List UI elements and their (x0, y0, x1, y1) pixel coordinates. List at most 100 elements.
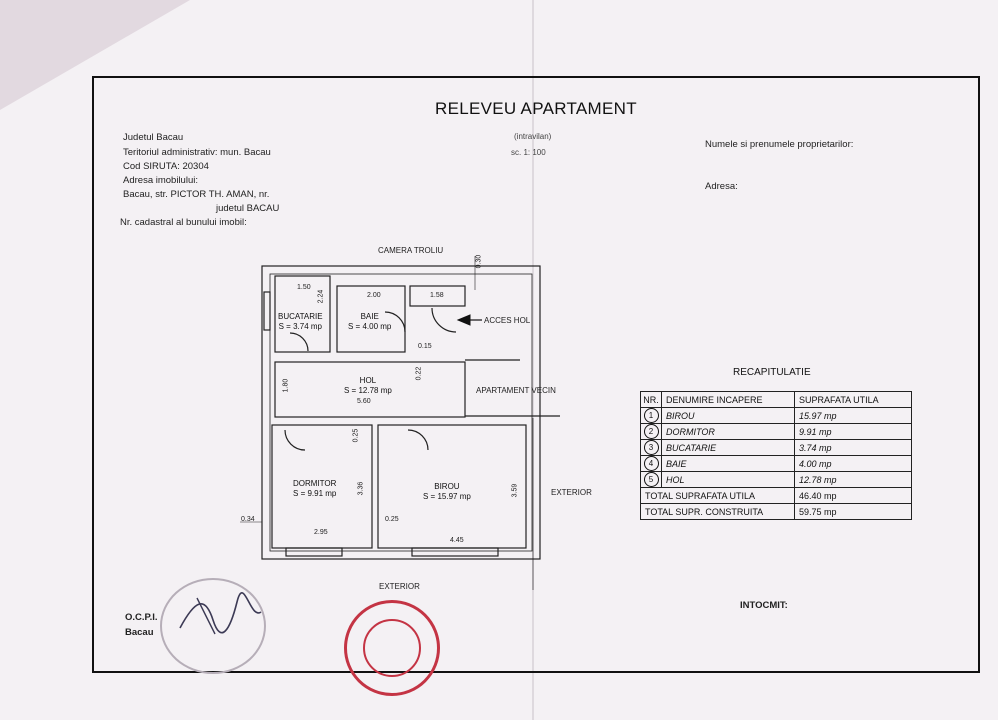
kitchen-door-arc (289, 332, 309, 352)
row-area: 4.00 mp (794, 455, 912, 472)
header-siruta: Cod SIRUTA: 20304 (123, 161, 209, 172)
official-stamp (344, 600, 440, 696)
kitchen-window (263, 291, 271, 331)
row-area: 9.91 mp (794, 423, 912, 440)
table-header-row: NR. DENUMIRE INCAPERE SUPRAFATA UTILA (640, 391, 912, 408)
bath-door-arc (384, 311, 406, 333)
total-construita-value: 59.75 mp (794, 503, 912, 520)
total-utila-row: TOTAL SUPRAFATA UTILA 46.40 mp (640, 487, 912, 504)
label-camera-troliu: CAMERA TROLIU (378, 246, 444, 255)
document-title: RELEVEU APARTAMENT (435, 99, 637, 118)
row-name: HOL (661, 471, 795, 488)
room-dormitor: DORMITOR S = 9.91 mp (293, 479, 336, 499)
header-nr: NR. (640, 391, 662, 408)
office-door-arc (407, 429, 429, 451)
room-hol: HOL S = 12.78 mp (344, 376, 392, 396)
owner-label: Numele si prenumele proprietarilor: (705, 139, 854, 150)
room-baie: BAIE S = 4.00 mp (348, 312, 391, 332)
dim-kitchen-depth: 2.24 (317, 289, 325, 304)
dim-hall-length: 5.60 (357, 398, 371, 405)
dim-bedroom-width: 2.95 (314, 529, 328, 536)
header-intravilan: (intravilan) (514, 132, 552, 141)
room-name: HOL (359, 376, 377, 385)
room-area: S = 9.91 mp (293, 489, 337, 498)
table-row: 1 BIROU 15.97 mp (640, 407, 912, 424)
dim-office-depth: 3.59 (511, 483, 519, 498)
bathroom-wall (336, 285, 406, 353)
room-area: S = 15.97 mp (423, 492, 471, 501)
room-area: S = 12.78 mp (344, 386, 392, 395)
address-label: Adresa: (705, 181, 738, 192)
ocpi-label: O.C.P.I. (125, 612, 158, 623)
header-county-2: judetul BACAU (216, 203, 280, 214)
row-number: 4 (643, 456, 659, 471)
row-name: BUCATARIE (661, 439, 795, 456)
room-area: S = 4.00 mp (348, 322, 392, 331)
table-row: 2 DORMITOR 9.91 mp (640, 423, 912, 440)
outer-wall-outline (261, 265, 541, 560)
room-birou: BIROU S = 15.97 mp (423, 482, 471, 502)
row-name: BIROU (661, 407, 795, 424)
header-county: Judetul Bacau (123, 132, 184, 143)
bedroom-window (285, 547, 343, 557)
kitchen-wall (274, 275, 331, 353)
label-exterior-right: EXTERIOR (551, 488, 592, 497)
total-utila-label: TOTAL SUPRAFATA UTILA (640, 487, 795, 504)
ocpi-stamp (160, 578, 266, 674)
room-name: DORMITOR (293, 479, 337, 488)
label-exterior-bottom: EXTERIOR (379, 582, 420, 591)
row-name: DORMITOR (661, 423, 795, 440)
room-name: BUCATARIE (278, 312, 323, 321)
dim-hall-wall: 0.22 (415, 366, 423, 381)
room-name: BAIE (360, 312, 379, 321)
row-number: 1 (643, 408, 659, 423)
row-area: 15.97 mp (794, 407, 912, 424)
bedroom-door-arc (284, 429, 306, 451)
dim-partition: 0.25 (385, 516, 399, 523)
total-construita-row: TOTAL SUPR. CONSTRUITA 59.75 mp (640, 503, 912, 520)
access-arrow (456, 314, 471, 326)
label-acces-hol: ACCES HOL (484, 316, 531, 325)
closet-wall (409, 285, 466, 307)
row-number: 5 (643, 472, 659, 487)
room-bucatarie: BUCATARIE S = 3.74 mp (278, 312, 323, 332)
total-construita-label: TOTAL SUPR. CONSTRUITA (640, 503, 795, 520)
recap-table: NR. DENUMIRE INCAPERE SUPRAFATA UTILA 1 … (640, 391, 912, 520)
header-territory: Teritoriul administrativ: mun. Bacau (123, 147, 271, 158)
header-scale: sc. 1: 100 (511, 148, 546, 157)
total-utila-value: 46.40 mp (794, 487, 912, 504)
dim-kitchen-width: 1.50 (297, 284, 311, 291)
office-window (411, 547, 499, 557)
dim-closet-width: 1.58 (430, 292, 444, 299)
header-denumire: DENUMIRE INCAPERE (661, 391, 795, 408)
header-street: Bacau, str. PICTOR TH. AMAN, nr. (123, 189, 270, 200)
dim-outer-wall: 0.34 (241, 516, 255, 523)
recap-title: RECAPITULATIE (733, 367, 811, 378)
header-cadastral: Nr. cadastral al bunului imobil: (120, 217, 247, 228)
label-apartament-vecin: APARTAMENT VECIN (476, 386, 556, 395)
row-area: 12.78 mp (794, 471, 912, 488)
hallway-wall (274, 361, 466, 418)
row-area: 3.74 mp (794, 439, 912, 456)
room-area: S = 3.74 mp (278, 322, 322, 331)
table-row: 4 BAIE 4.00 mp (640, 455, 912, 472)
room-name: BIROU (434, 482, 460, 491)
row-number: 2 (643, 424, 659, 439)
entry-door-arc (431, 307, 457, 333)
ocpi-city: Bacau (125, 627, 154, 638)
dim-bath-wall: 0.15 (418, 343, 432, 350)
intocmit-label: INTOCMIT: (740, 600, 788, 611)
dim-bath-width: 2.00 (367, 292, 381, 299)
paper-fold-line (532, 0, 534, 720)
row-name: BAIE (661, 455, 795, 472)
document-frame (92, 76, 980, 673)
table-row: 5 HOL 12.78 mp (640, 471, 912, 488)
dim-bedroom-depth: 3.36 (357, 481, 365, 496)
dim-hall-depth: 1.80 (282, 378, 290, 393)
dim-top-wall: 0.30 (475, 254, 483, 269)
dim-office-width: 4.45 (450, 537, 464, 544)
table-row: 3 BUCATARIE 3.74 mp (640, 439, 912, 456)
dim-bedroom-wall: 0.25 (352, 428, 360, 443)
header-address-label: Adresa imobilului: (123, 175, 198, 186)
